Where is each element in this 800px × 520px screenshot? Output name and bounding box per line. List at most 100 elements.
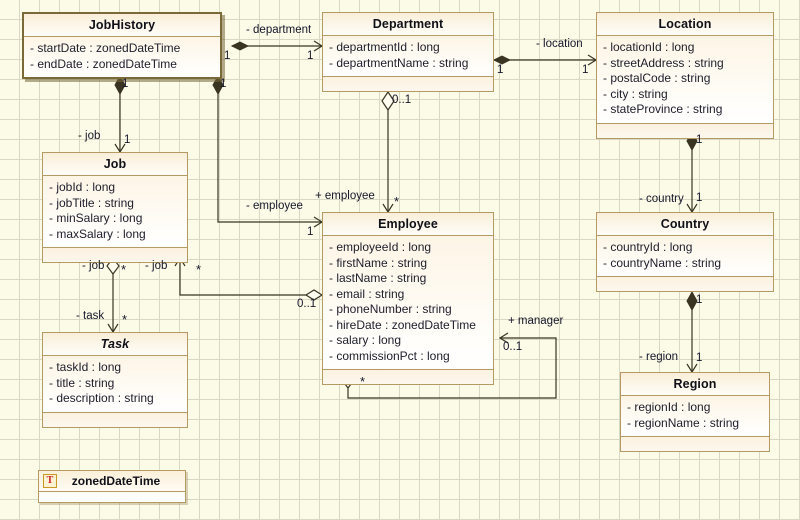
class-attributes-task: - taskId : long - title : string - descr… <box>43 356 187 413</box>
edge-label-region: - region <box>639 351 678 363</box>
edge-label-job-from-employee: - job <box>145 260 168 272</box>
multiplicity-department-location-source: 1 <box>497 64 504 76</box>
edge-department-employee[interactable] <box>381 90 395 214</box>
attribute: - regionId : long <box>627 400 711 414</box>
multiplicity-employee-job-target: * <box>196 262 202 277</box>
class-jobhistory[interactable]: JobHistory - startDate : zonedDateTime -… <box>22 12 222 79</box>
class-title-task: Task <box>43 333 187 356</box>
attribute: - title : string <box>49 375 115 390</box>
class-title-location: Location <box>597 13 773 36</box>
class-title-country: Country <box>597 213 773 236</box>
class-location[interactable]: Location - locationId : long - streetAdd… <box>596 12 774 139</box>
multiplicity-jobhistory-employee-target: 1 <box>307 226 314 238</box>
edge-employee-job[interactable] <box>174 256 324 301</box>
class-title-region: Region <box>621 373 769 396</box>
edge-label-job-from-history: - job <box>78 130 101 142</box>
attribute: - countryId : long <box>603 240 693 254</box>
class-employee[interactable]: Employee - employeeId : long - firstName… <box>322 212 494 385</box>
edge-label-location: - location <box>536 38 583 50</box>
multiplicity-employee-manager-source: * <box>360 374 366 389</box>
attribute: - departmentName : string <box>329 55 469 70</box>
class-operations-task <box>43 412 187 427</box>
attribute: - employeeId : long <box>329 240 432 254</box>
attribute: - taskId : long <box>49 360 122 374</box>
datatype-zoneddatetime[interactable]: T zonedDateTime <box>38 470 186 503</box>
class-attributes-department: - departmentId : long - departmentName :… <box>323 36 493 77</box>
attribute: - endDate : zonedDateTime <box>30 56 177 71</box>
attribute: - city : string <box>603 86 668 101</box>
attribute: - locationId : long <box>603 40 695 54</box>
multiplicity-job-task-target: * <box>122 312 128 327</box>
edge-department-location[interactable] <box>492 54 598 66</box>
multiplicity-location-country-target: 1 <box>696 192 703 204</box>
attribute: - description : string <box>49 391 154 405</box>
class-title-employee: Employee <box>323 213 493 236</box>
multiplicity-employee-job-source: 0..1 <box>297 298 317 310</box>
multiplicity-jobhistory-employee-source: 1 <box>220 78 227 90</box>
class-attributes-location: - locationId : long - streetAddress : st… <box>597 36 773 124</box>
class-operations-country <box>597 277 773 291</box>
class-attributes-job: - jobId : long - jobTitle : string - min… <box>43 176 187 248</box>
attribute: - postalCode : string <box>603 71 711 85</box>
class-operations-department <box>323 77 493 91</box>
attribute: - phoneNumber : string <box>329 302 452 316</box>
class-operations-employee <box>323 370 493 384</box>
class-job[interactable]: Job - jobId : long - jobTitle : string -… <box>42 152 188 263</box>
edge-label-employee-from-department: + employee <box>315 190 375 202</box>
edge-label-task: - task <box>76 310 105 322</box>
multiplicity-location-country-source: 1 <box>696 134 703 146</box>
attribute: - lastName : string <box>329 271 427 285</box>
attribute: - hireDate : zonedDateTime <box>329 317 476 332</box>
multiplicity-jobhistory-job-target: 1 <box>124 134 131 146</box>
class-attributes-region: - regionId : long - regionName : string <box>621 396 769 437</box>
attribute: - departmentId : long <box>329 40 440 54</box>
multiplicity-department-employee-target: * <box>394 194 400 209</box>
attribute: - streetAddress : string <box>603 55 724 70</box>
attribute: - startDate : zonedDateTime <box>30 41 181 55</box>
multiplicity-department-location-target: 1 <box>582 64 589 76</box>
multiplicity-jobhistory-department-target: 1 <box>307 50 314 62</box>
class-country[interactable]: Country - countryId : long - countryName… <box>596 212 774 292</box>
multiplicity-employee-manager-target: 0..1 <box>503 341 523 353</box>
attribute: - stateProvince : string <box>603 102 723 116</box>
edge-label-job-from-task: - job <box>82 260 105 272</box>
attribute: - countryName : string <box>603 255 722 270</box>
class-title-job: Job <box>43 153 187 176</box>
class-task[interactable]: Task - taskId : long - title : string - … <box>42 332 188 428</box>
attribute: - email : string <box>329 286 405 301</box>
multiplicity-country-region-target: 1 <box>696 352 703 364</box>
edge-label-employee-from-history: - employee <box>246 200 303 212</box>
attribute: - regionName : string <box>627 415 740 430</box>
class-operations-location <box>597 123 773 138</box>
attribute: - firstName : string <box>329 255 428 270</box>
datatype-header: T zonedDateTime <box>39 471 185 492</box>
class-region[interactable]: Region - regionId : long - regionName : … <box>620 372 770 452</box>
class-attributes-country: - countryId : long - countryName : strin… <box>597 236 773 277</box>
class-attributes-jobhistory: - startDate : zonedDateTime - endDate : … <box>24 37 220 77</box>
edge-label-department: - department <box>246 24 312 36</box>
edge-country-region[interactable] <box>686 290 698 374</box>
class-title-department: Department <box>323 13 493 36</box>
multiplicity-department-employee-source: 0..1 <box>392 94 412 106</box>
multiplicity-jobhistory-department-source: 1 <box>224 50 231 62</box>
class-operations-region <box>621 437 769 451</box>
multiplicity-country-region-source: 1 <box>696 294 703 306</box>
class-department[interactable]: Department - departmentId : long - depar… <box>322 12 494 92</box>
attribute: - jobTitle : string <box>49 195 134 210</box>
multiplicity-job-task-source: * <box>121 262 127 277</box>
attribute: - salary : long <box>329 333 402 347</box>
attribute: - minSalary : long <box>49 211 143 225</box>
attribute: - maxSalary : long <box>49 226 146 241</box>
edge-label-country: - country <box>639 193 684 205</box>
datatype-T-icon: T <box>43 474 57 488</box>
edge-jobhistory-department[interactable] <box>230 40 324 52</box>
attribute: - jobId : long <box>49 180 116 194</box>
class-operations-job <box>43 248 187 262</box>
datatype-name: zonedDateTime <box>71 474 161 488</box>
datatype-body <box>39 492 185 502</box>
edge-label-manager: + manager <box>508 315 564 327</box>
multiplicity-jobhistory-job-source: 1 <box>122 78 129 90</box>
class-title-jobhistory: JobHistory <box>24 14 220 37</box>
edge-job-task[interactable] <box>106 257 120 334</box>
